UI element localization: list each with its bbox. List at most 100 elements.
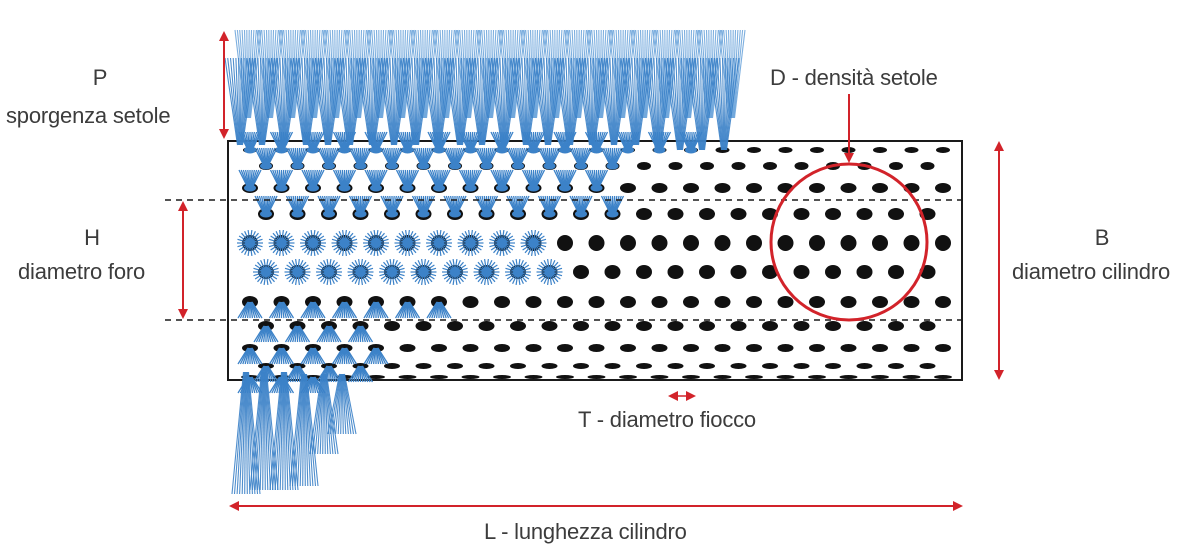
- hole: [714, 296, 731, 308]
- hole: [494, 344, 510, 352]
- tuft: [300, 301, 326, 319]
- tuft: [394, 301, 421, 319]
- tuft: [458, 131, 483, 154]
- hole: [667, 321, 684, 331]
- bristle-clump: [444, 57, 476, 146]
- hole: [919, 321, 936, 331]
- tuft: [457, 230, 484, 256]
- hole: [636, 363, 652, 369]
- hole: [762, 363, 778, 369]
- hole: [667, 208, 684, 220]
- hole: [430, 375, 448, 379]
- tuft: [285, 195, 310, 218]
- hole: [557, 296, 573, 308]
- hole: [714, 235, 731, 251]
- tuft: [395, 169, 420, 192]
- hole: [461, 375, 480, 379]
- h-code-label: H: [84, 225, 100, 250]
- tuft: [237, 347, 263, 365]
- bristle-clump: [224, 57, 256, 146]
- tuft: [317, 195, 341, 218]
- bristle-clump: [246, 57, 278, 146]
- hole: [524, 375, 543, 379]
- hole: [541, 363, 558, 369]
- hole: [872, 235, 888, 251]
- tuft: [300, 230, 326, 256]
- tuft: [316, 259, 342, 285]
- hole: [620, 296, 636, 308]
- hole: [936, 147, 950, 153]
- hole: [620, 183, 636, 193]
- tuft: [363, 347, 389, 365]
- tuft: [268, 347, 295, 365]
- hole: [699, 265, 715, 279]
- hole: [809, 235, 825, 251]
- hole: [794, 162, 809, 170]
- tuft: [537, 195, 562, 218]
- hole: [636, 321, 652, 331]
- tuft: [379, 259, 405, 285]
- tuft: [520, 230, 547, 256]
- hole: [730, 265, 747, 279]
- hole: [888, 363, 904, 369]
- hole: [367, 375, 385, 379]
- bristle-clump: [466, 57, 498, 146]
- hole: [888, 321, 904, 331]
- hole: [747, 147, 761, 153]
- top-bristles: [224, 29, 746, 151]
- hole: [587, 375, 606, 379]
- hole: [557, 235, 573, 251]
- tuft: [426, 301, 452, 319]
- hole: [699, 208, 715, 220]
- bristle-clump: [290, 57, 322, 146]
- hole: [793, 265, 810, 279]
- hole: [588, 296, 605, 308]
- hole: [825, 265, 841, 279]
- hole: [730, 363, 747, 369]
- hole: [856, 208, 873, 220]
- hole: [398, 375, 417, 379]
- tuft: [331, 230, 358, 256]
- hole: [651, 235, 668, 251]
- bristle-clump: [664, 57, 696, 151]
- b-text-label: diametro cilindro: [1012, 259, 1171, 284]
- tuft: [505, 259, 531, 285]
- hole: [839, 375, 858, 379]
- hole: [588, 235, 605, 251]
- bristle-clump: [327, 373, 357, 435]
- tuft: [443, 195, 467, 218]
- hole: [746, 235, 762, 251]
- bristle-clump: [708, 57, 740, 151]
- hole: [856, 321, 873, 331]
- tuft: [285, 147, 310, 170]
- bristle-clump: [686, 57, 718, 151]
- hole: [777, 344, 794, 352]
- tuft: [331, 301, 358, 319]
- hole: [588, 344, 605, 352]
- tuft: [300, 347, 326, 365]
- bottom-bristles: [231, 371, 357, 495]
- tuft: [380, 147, 404, 170]
- hole: [525, 344, 542, 352]
- tuft: [348, 147, 373, 170]
- hole: [478, 321, 495, 331]
- hole: [888, 265, 904, 279]
- hole: [935, 296, 951, 308]
- bristle-clump: [312, 57, 344, 146]
- hole: [478, 363, 495, 369]
- bristle-clump: [532, 57, 564, 146]
- hole: [809, 296, 825, 308]
- hole: [573, 265, 589, 279]
- hole: [650, 375, 669, 379]
- hole: [762, 265, 778, 279]
- hole: [494, 296, 510, 308]
- tuft: [363, 230, 389, 256]
- hole: [809, 183, 825, 193]
- tuft: [411, 195, 436, 218]
- hole: [935, 235, 951, 251]
- tuft: [443, 147, 467, 170]
- tuft: [473, 259, 500, 285]
- tuft: [427, 169, 451, 192]
- tuft: [584, 169, 609, 192]
- p-code-label: P: [92, 65, 108, 90]
